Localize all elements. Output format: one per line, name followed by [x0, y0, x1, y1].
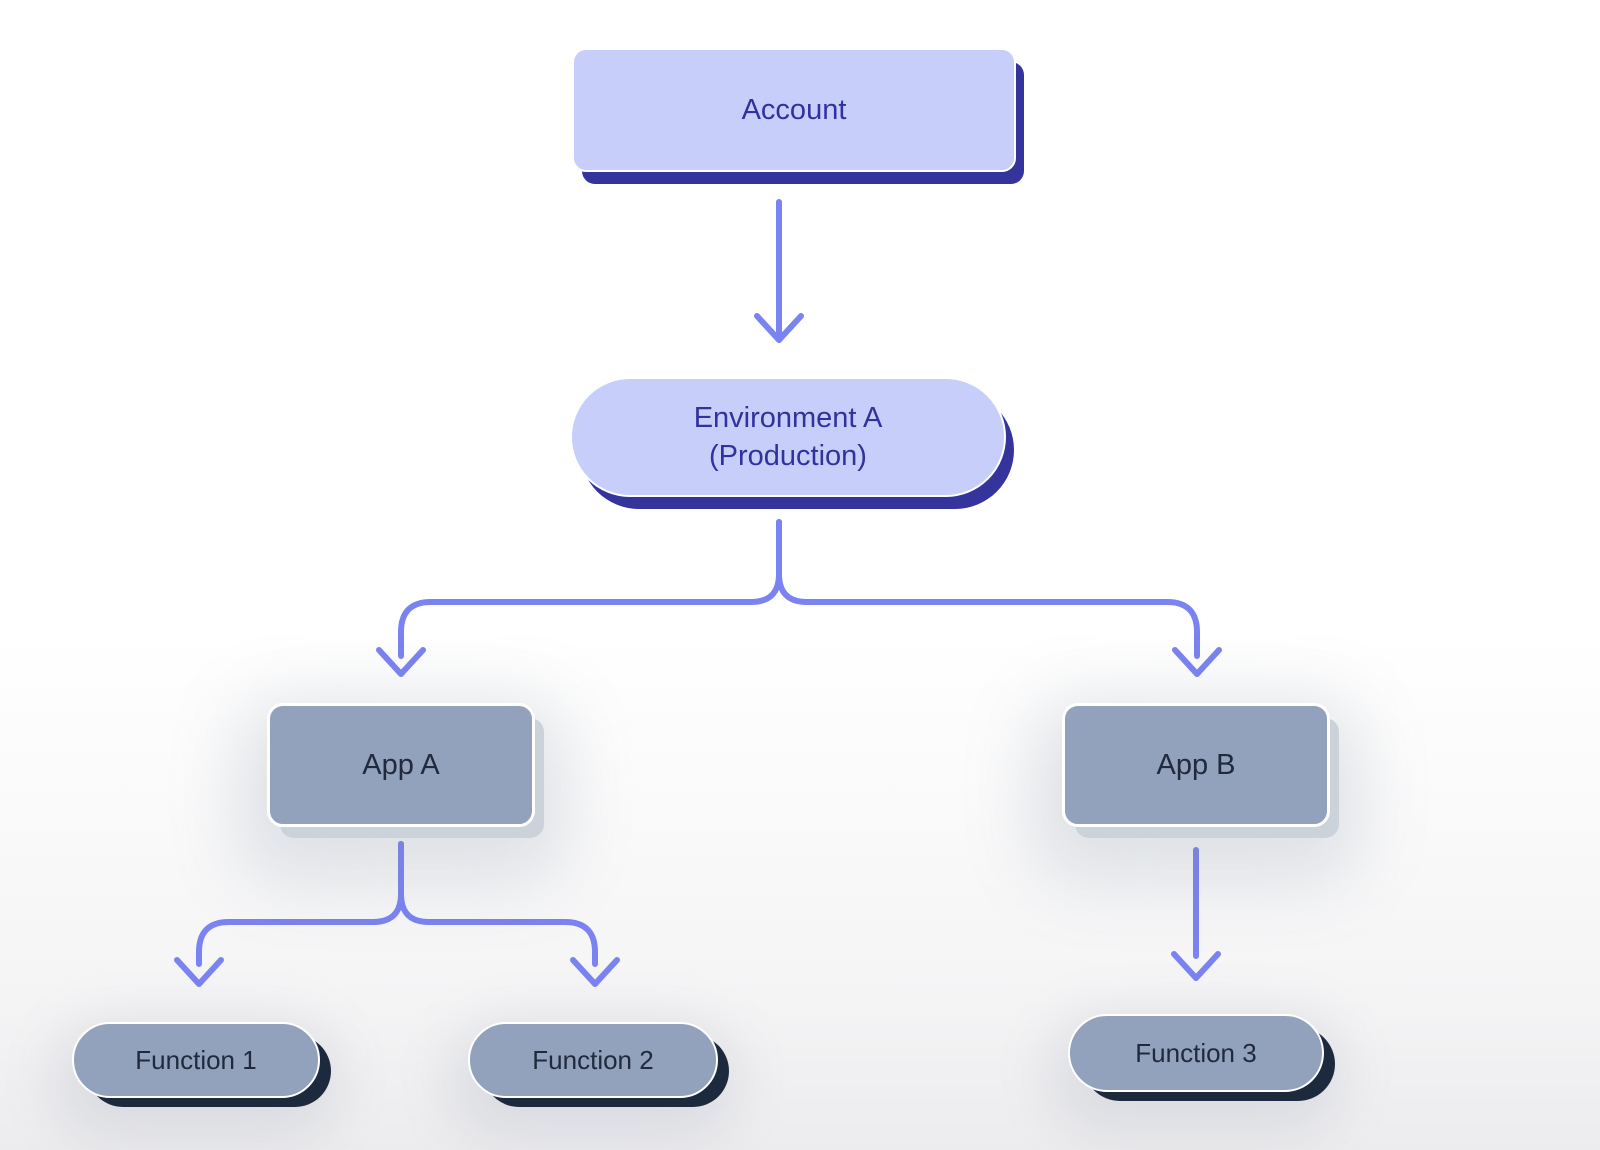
- node-app-a-label: App A: [362, 748, 440, 781]
- node-app-b-label: App B: [1156, 748, 1236, 781]
- node-environment-a-line2: (Production): [709, 440, 867, 472]
- node-environment-a-label: Environment A (Production): [694, 399, 883, 475]
- node-environment-a: Environment A (Production): [570, 377, 1006, 497]
- node-account-label: Account: [741, 93, 847, 126]
- node-function-1-label: Function 1: [135, 1044, 257, 1075]
- arrow-environment-to-app-b-head: [1172, 647, 1222, 677]
- node-app-b: App B: [1062, 703, 1330, 827]
- node-account: Account: [572, 48, 1016, 172]
- arrow-app-a-to-function-1-head: [174, 957, 224, 987]
- arrow-environment-to-app-a-head: [376, 647, 426, 677]
- arrow-account-to-environment-head: [754, 313, 804, 343]
- node-app-a: App A: [267, 703, 535, 827]
- arrow-app-a-to-function-2-shaft: [398, 841, 598, 967]
- node-function-3-label: Function 3: [1135, 1037, 1257, 1068]
- arrow-app-a-to-function-1-shaft: [196, 841, 404, 967]
- node-function-2-label: Function 2: [532, 1044, 654, 1075]
- arrow-app-a-to-function-2-head: [570, 957, 620, 987]
- arrow-environment-to-app-b-shaft: [776, 519, 1200, 659]
- node-function-3: Function 3: [1068, 1014, 1324, 1092]
- node-function-1: Function 1: [72, 1022, 320, 1098]
- node-function-2: Function 2: [468, 1022, 718, 1098]
- arrow-app-b-to-function-3-head: [1171, 951, 1221, 981]
- node-environment-a-line1: Environment A: [693, 402, 883, 434]
- arrow-environment-to-app-a-shaft: [398, 519, 782, 659]
